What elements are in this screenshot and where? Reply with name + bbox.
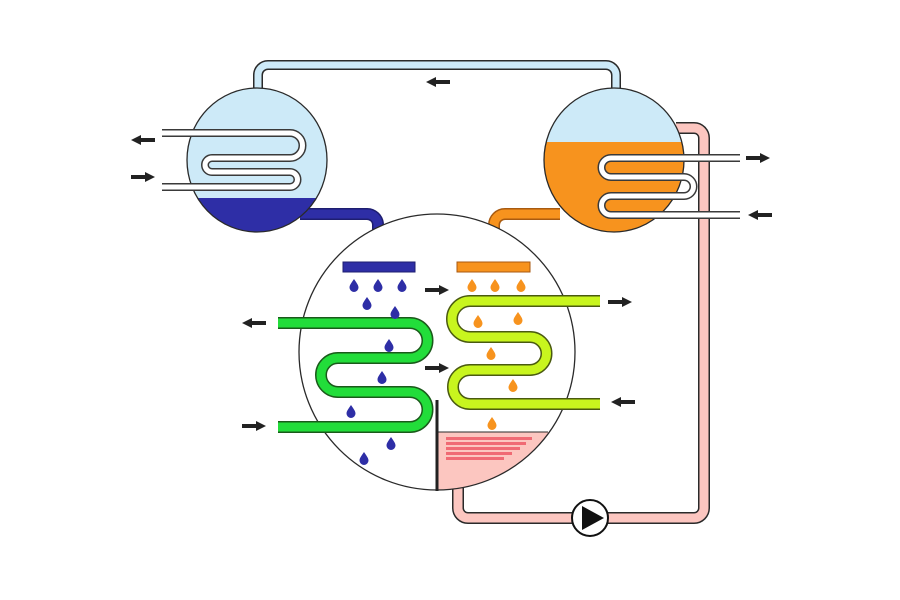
refrigerant-pipe — [300, 208, 385, 265]
pump-icon — [571, 499, 609, 537]
heat-in-arrow-icon — [748, 210, 772, 220]
condenser-water-out-arrow-icon — [131, 135, 155, 145]
cooling-water-out-arrow-icon — [608, 297, 632, 307]
chilled-water-out-arrow-icon — [242, 318, 266, 328]
chilled-water-in-arrow-icon — [242, 421, 266, 431]
condenser-coil — [162, 129, 307, 191]
absorber-coil — [446, 295, 600, 410]
heat-out-arrow-icon — [746, 153, 770, 163]
weak-solution-pipe — [452, 122, 710, 524]
generator-coil — [597, 154, 740, 219]
refrigerant-spray-bar — [342, 261, 416, 273]
condenser-water-in-arrow-icon — [131, 172, 155, 182]
strong-solution-pipe — [488, 208, 560, 265]
vapor-flow-arrow-icon — [426, 77, 450, 87]
cooling-water-in-arrow-icon — [611, 397, 635, 407]
weak-solution-stripes — [446, 437, 532, 460]
solution-spray-bar — [456, 261, 531, 273]
evaporator-coil — [278, 317, 434, 433]
vapor-pipe — [253, 60, 621, 95]
